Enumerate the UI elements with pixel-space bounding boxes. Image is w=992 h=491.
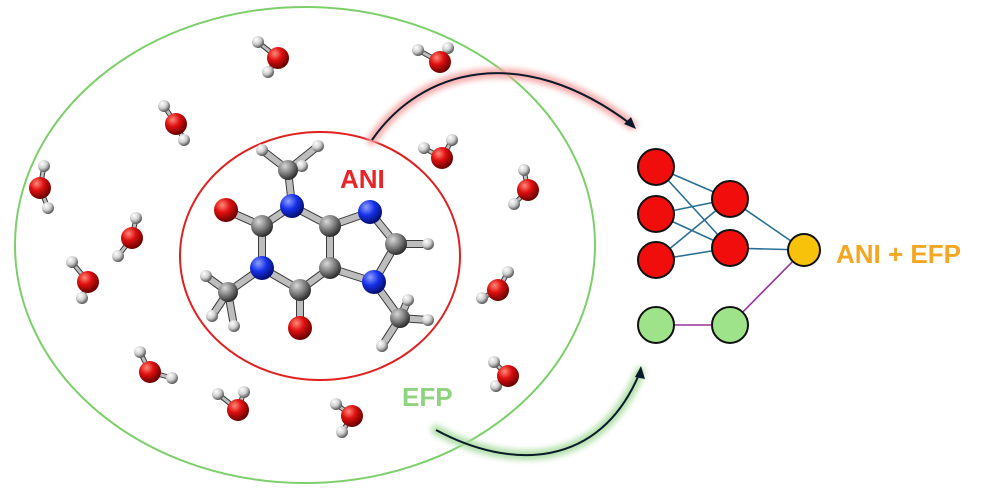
oxygen-atom <box>288 316 312 340</box>
water-molecule <box>134 346 178 384</box>
hydrogen-atom <box>262 66 274 78</box>
nitrogen-atom <box>250 256 274 280</box>
water-molecule <box>508 164 539 210</box>
carbon-atom <box>218 282 238 302</box>
hydrogen-atom <box>228 320 240 332</box>
input-node-red <box>637 148 675 186</box>
hydrogen-atom <box>402 294 414 306</box>
efp-arrow <box>431 366 645 461</box>
oxygen-atom <box>139 361 161 383</box>
carbon-atom <box>390 308 410 328</box>
nitrogen-atom <box>358 200 382 224</box>
oxygen-atom <box>431 147 453 169</box>
oxygen-atom <box>487 279 509 301</box>
hydrogen-atom <box>312 140 324 152</box>
hydrogen-atom <box>178 134 190 146</box>
hydrogen-atom <box>76 292 88 304</box>
hydrogen-atom <box>488 356 500 368</box>
hydrogen-atom <box>412 44 424 56</box>
nitrogen-atom <box>362 270 386 294</box>
water-molecule <box>488 356 519 392</box>
hidden-node-red <box>711 229 749 267</box>
water-molecule <box>418 134 458 169</box>
caffeine-molecule <box>200 140 434 352</box>
hydrogen-atom <box>502 266 514 278</box>
oxygen-atom <box>267 47 289 69</box>
hydrogen-atom <box>134 346 146 358</box>
carbon-atom <box>319 257 341 279</box>
hydrogen-atom <box>112 250 124 262</box>
hydrogen-atom <box>212 388 224 400</box>
hydrogen-atom <box>446 134 458 146</box>
hydrogen-atom <box>476 292 488 304</box>
carbon-atom <box>385 233 407 255</box>
output-node-yellow <box>787 233 821 267</box>
oxygen-atom <box>121 227 143 249</box>
input-node-green <box>637 306 675 344</box>
hydrogen-atom <box>422 238 434 250</box>
water-molecule <box>158 100 190 146</box>
input-node-red <box>637 241 675 279</box>
water-molecule <box>412 42 454 73</box>
hidden-node-red <box>711 180 749 218</box>
hydrogen-atom <box>336 426 348 438</box>
hydrogen-atom <box>518 164 530 176</box>
ani-label: ANI <box>340 164 385 194</box>
hydrogen-atom <box>238 386 250 398</box>
water-molecule <box>66 256 99 304</box>
inner-ani-region <box>179 131 461 381</box>
hydrogen-atom <box>418 142 430 154</box>
water-molecule <box>330 398 363 438</box>
hydrogen-atom <box>296 160 308 172</box>
hydrogen-atom <box>158 100 170 112</box>
water-molecule <box>112 212 143 262</box>
oxygen-atom <box>341 405 363 427</box>
hydrogen-atom <box>422 314 434 326</box>
hydrogen-atom <box>166 372 178 384</box>
hydrogen-atom <box>130 212 142 224</box>
oxygen-atom <box>227 399 249 421</box>
water-molecule <box>212 386 250 421</box>
input-node-red <box>637 195 675 233</box>
hydrogen-atom <box>376 340 388 352</box>
hydrogen-atom <box>490 380 502 392</box>
neural-network <box>637 148 821 344</box>
water-molecule <box>476 266 514 304</box>
hidden-node-green <box>711 306 749 344</box>
oxygen-atom <box>429 51 451 73</box>
hydrogen-atom <box>256 144 268 156</box>
nitrogen-atom <box>280 194 304 218</box>
oxygen-atom <box>214 198 238 222</box>
hydrogen-atom <box>330 398 342 410</box>
oxygen-atom <box>77 271 99 293</box>
outer-efp-region <box>14 6 596 484</box>
hydrogen-atom <box>66 256 78 268</box>
oxygen-atom <box>517 179 539 201</box>
carbon-atom <box>319 215 341 237</box>
carbon-atom <box>289 279 311 301</box>
oxygen-atom <box>29 177 51 199</box>
water-molecule <box>29 160 54 214</box>
hydrogen-atom <box>252 36 264 48</box>
hydrogen-atom <box>200 270 212 282</box>
ani-arrow <box>367 68 637 145</box>
hydrogen-atom <box>442 42 454 54</box>
oxygen-atom <box>165 113 187 135</box>
hydrogen-atom <box>38 160 50 172</box>
output-label: ANI + EFP <box>836 239 961 269</box>
oxygen-atom <box>497 365 519 387</box>
water-molecules <box>29 36 539 438</box>
carbon-atom <box>278 160 298 180</box>
hydrogen-atom <box>206 310 218 322</box>
carbon-atom <box>251 215 273 237</box>
water-molecule <box>252 36 289 78</box>
efp-label: EFP <box>402 382 453 412</box>
hydrogen-atom <box>508 198 520 210</box>
hydrogen-atom <box>42 202 54 214</box>
